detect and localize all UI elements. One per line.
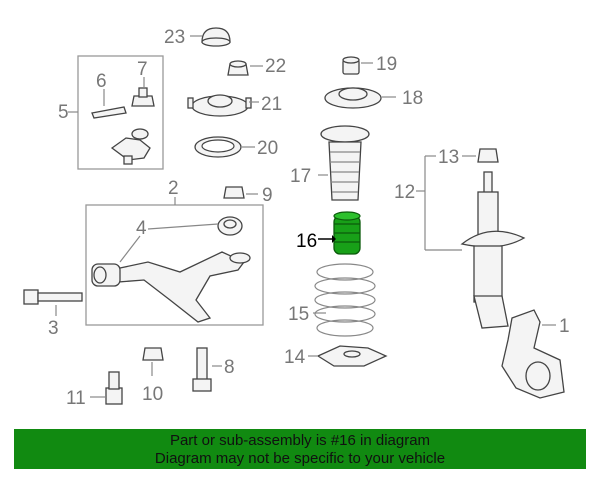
label-21: 21	[261, 94, 282, 115]
label-4: 4	[136, 218, 147, 239]
label-2: 2	[168, 178, 179, 199]
banner-line-2: Diagram may not be specific to your vehi…	[154, 450, 446, 467]
label-11: 11	[66, 388, 86, 409]
part-8-bolt[interactable]	[192, 347, 212, 392]
label-5: 5	[58, 102, 69, 123]
part-15-coil-spring[interactable]	[314, 263, 376, 337]
part-ball-joint[interactable]	[110, 128, 151, 165]
part-3-bolt[interactable]	[23, 289, 83, 305]
label-22: 22	[265, 56, 286, 77]
part-17-dust-boot[interactable]	[320, 125, 370, 201]
part-20-ring[interactable]	[194, 136, 242, 158]
part-4-bushing-rear[interactable]	[217, 216, 243, 236]
info-banner: Part or sub-assembly is #16 in diagram D…	[14, 429, 586, 469]
part-4-bushing-front[interactable]	[91, 263, 121, 287]
label-9: 9	[262, 185, 273, 206]
label-3: 3	[48, 318, 59, 339]
part-10-nut[interactable]	[142, 347, 164, 361]
banner-line-1: Part or sub-assembly is #16 in diagram	[169, 432, 431, 449]
label-8: 8	[224, 357, 235, 378]
label-1: 1	[559, 316, 570, 337]
part-14-lower-insulator[interactable]	[316, 345, 388, 367]
part-2-lower-control-arm[interactable]	[117, 251, 251, 323]
part-19-bumper-cap[interactable]	[342, 56, 360, 75]
label-23: 23	[164, 27, 185, 48]
part-6-bracket[interactable]	[91, 106, 127, 119]
label-14: 14	[284, 347, 306, 368]
label-6: 6	[96, 71, 107, 92]
part-11-bolt[interactable]	[105, 371, 123, 405]
part-23-cap[interactable]	[201, 27, 231, 47]
part-9-nut[interactable]	[223, 186, 245, 199]
label-19: 19	[376, 54, 397, 75]
label-15: 15	[288, 304, 309, 325]
label-12: 12	[394, 182, 415, 203]
label-7: 7	[137, 59, 148, 80]
label-10: 10	[142, 384, 163, 405]
part-22-nut[interactable]	[227, 60, 249, 76]
part-18-upper-seat[interactable]	[324, 87, 382, 109]
part-7-ball-joint-cap[interactable]	[131, 87, 155, 107]
label-17: 17	[290, 166, 311, 187]
label-16: 16	[296, 231, 317, 252]
part-16-bump-stop[interactable]	[333, 211, 361, 255]
label-13: 13	[438, 147, 459, 168]
label-18: 18	[402, 88, 423, 109]
part-1-steering-knuckle[interactable]	[501, 309, 565, 399]
part-21-strut-mount[interactable]	[187, 94, 252, 117]
label-20: 20	[257, 138, 278, 159]
part-13-nut[interactable]	[477, 148, 499, 163]
part-12-strut-assembly[interactable]	[460, 171, 526, 329]
